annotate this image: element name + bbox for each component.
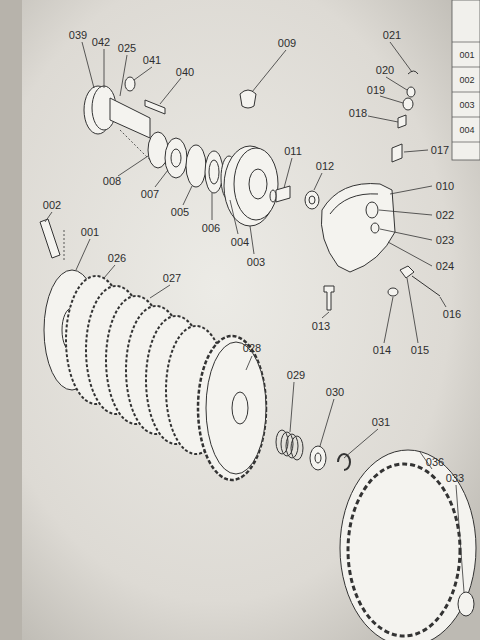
leader-lines [45, 42, 464, 592]
part-007-bore [171, 149, 181, 167]
callout-number: 014 [372, 344, 392, 357]
bolt-041 [125, 77, 135, 91]
callout-number: 028 [242, 342, 262, 355]
callout-number: 008 [102, 175, 122, 188]
callout-number: 002 [42, 199, 62, 212]
part-002 [40, 219, 60, 258]
callout-number: 021 [382, 29, 402, 42]
callout-number: 042 [91, 36, 111, 49]
callout-number: 012 [315, 160, 335, 173]
callout-number: 009 [277, 37, 297, 50]
callout-number: 001 [80, 226, 100, 239]
table-cell: 004 [458, 125, 475, 136]
part-030-hole [315, 453, 321, 463]
callout-number: 036 [425, 456, 445, 469]
callout-number: 031 [371, 416, 391, 429]
part-005 [186, 145, 206, 187]
parts-table [452, 0, 480, 160]
callout-number: 018 [348, 107, 368, 120]
part-006-bore [209, 160, 219, 184]
part-023 [371, 223, 379, 233]
callout-number: 003 [246, 256, 266, 269]
part-036 [340, 450, 476, 640]
part-028-teeth [198, 336, 266, 480]
part-006 [205, 151, 223, 193]
callout-number: 007 [140, 188, 160, 201]
callout-number: 033 [445, 472, 465, 485]
part-018 [398, 115, 406, 128]
callout-number: 025 [117, 42, 137, 55]
callout-number: 015 [410, 344, 430, 357]
part-021 [408, 71, 418, 74]
part-016 [412, 276, 440, 296]
table-rules [452, 42, 480, 142]
callout-number: 004 [230, 236, 250, 249]
callout-number: 023 [435, 234, 455, 247]
page-edge [0, 0, 22, 640]
callout-number: 027 [162, 272, 182, 285]
part-028 [206, 342, 266, 474]
callout-number: 006 [201, 222, 221, 235]
callout-number: 013 [311, 320, 331, 333]
callout-number: 024 [435, 260, 455, 273]
callout-number: 041 [142, 54, 162, 67]
callout-number: 019 [366, 84, 386, 97]
callout-number: 005 [170, 206, 190, 219]
part-011 [276, 186, 290, 202]
callout-number: 016 [442, 308, 462, 321]
part-020 [407, 87, 415, 97]
part-036-teeth [348, 464, 460, 636]
table-cell: 002 [458, 75, 475, 86]
part-013 [324, 286, 334, 310]
callout-number: 020 [375, 64, 395, 77]
callout-number: 029 [286, 369, 306, 382]
part-007 [165, 138, 187, 178]
part-009 [240, 90, 256, 108]
callout-number: 039 [68, 29, 88, 42]
table-cell: 003 [458, 100, 475, 111]
callout-number: 030 [325, 386, 345, 399]
part-017 [392, 144, 402, 162]
spring-coil [291, 436, 303, 460]
part-028-hub [232, 392, 248, 424]
part-012 [305, 191, 319, 209]
shaft [110, 98, 150, 138]
callout-number: 026 [107, 252, 127, 265]
parts [40, 71, 476, 640]
part-003-face [234, 148, 278, 220]
callout-number: 010 [435, 180, 455, 193]
callout-number: 040 [175, 66, 195, 79]
part-014 [388, 288, 398, 296]
part-033 [458, 592, 474, 616]
part-030 [310, 446, 326, 470]
part-019 [403, 98, 413, 110]
callout-number: 011 [283, 145, 303, 158]
part-011-head [270, 190, 276, 202]
callout-number: 017 [430, 144, 450, 157]
part-003-bore [249, 169, 267, 199]
part-012-hole [309, 196, 315, 204]
part-022 [366, 202, 378, 218]
callout-number: 022 [435, 209, 455, 222]
part-031 [338, 454, 350, 470]
table-cell: 001 [458, 50, 475, 61]
part-010 [321, 184, 395, 272]
